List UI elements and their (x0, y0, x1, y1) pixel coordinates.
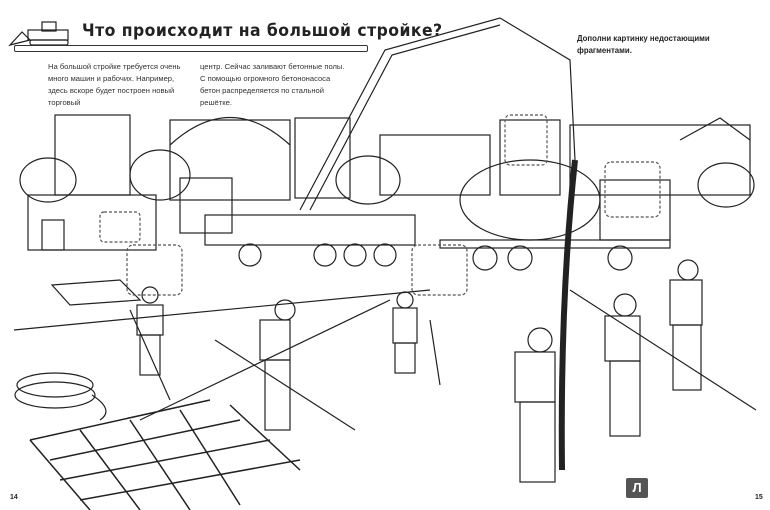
buildings (27, 114, 751, 251)
steel-mesh (29, 399, 301, 510)
page-number-right: 15 (755, 494, 763, 501)
puzzle-gaps (99, 114, 661, 296)
title-underline (14, 45, 368, 52)
bulldozer-icon (8, 21, 69, 47)
page-title: Что происходит на большой стройке? (82, 21, 443, 41)
page-number-left: 14 (10, 494, 18, 501)
trees (19, 149, 755, 208)
hose (14, 372, 107, 421)
mixer-truck (439, 159, 671, 271)
workers (129, 259, 703, 483)
concrete-pump-truck (179, 17, 576, 267)
ground (13, 279, 757, 421)
instruction-text: Дополни картинку недостающими фрагментам… (577, 34, 710, 55)
intro-text-column-1: На большой стройке требуется очень много… (48, 62, 181, 107)
pump-hose (558, 159, 578, 471)
intro-text-column-2: центр. Сейчас заливают бетонные полы. С … (200, 62, 345, 107)
publisher-logo: Л (626, 478, 648, 498)
